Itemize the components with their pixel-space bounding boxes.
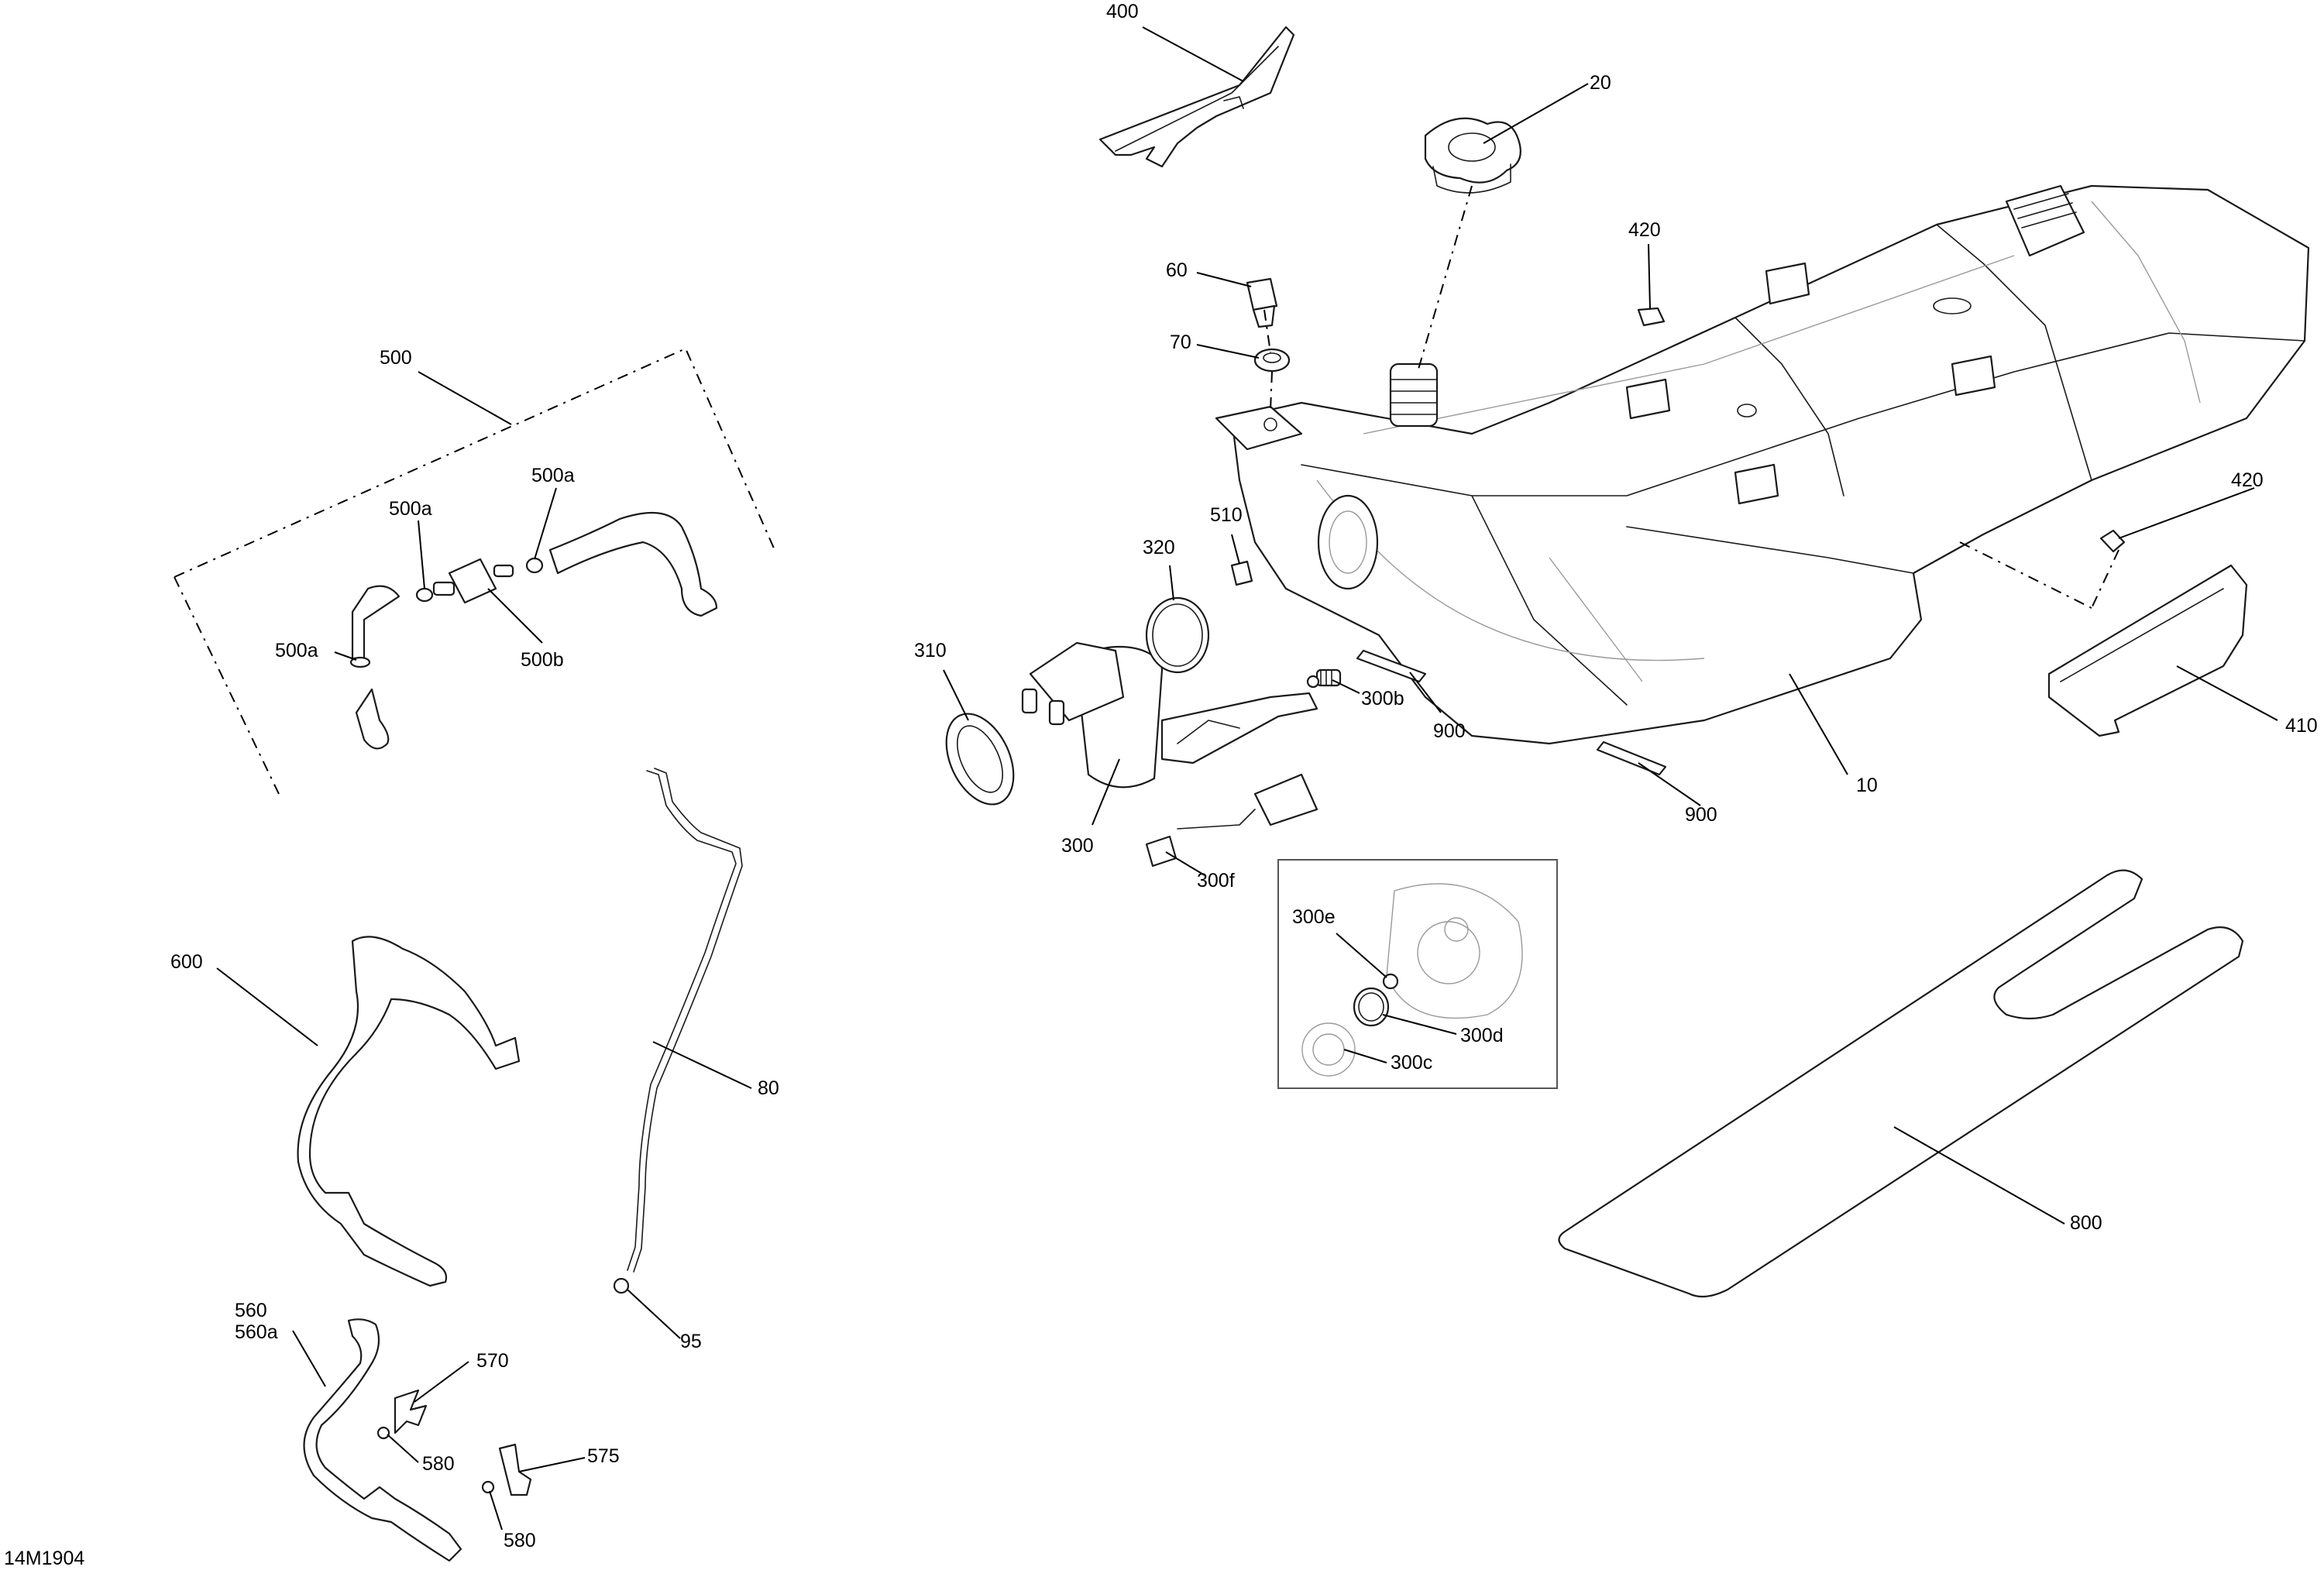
clip-part-420-top <box>1637 307 1666 327</box>
callout-900-mid: 900 <box>1433 720 1466 742</box>
bracket-part-570 <box>394 1389 428 1434</box>
callout-580-top: 580 <box>422 1453 455 1475</box>
callout-labels: 400 20 420 60 70 500 500a 500a 500a 500b… <box>4 1 2318 1569</box>
bracket-part-575 <box>498 1443 532 1496</box>
clip-part-580-low <box>481 1480 495 1494</box>
callout-410: 410 <box>2285 715 2318 737</box>
callout-300d: 300d <box>1460 1025 1504 1046</box>
hose-part-560 <box>303 1318 462 1562</box>
leader-lines <box>216 26 2278 1531</box>
callout-600: 600 <box>170 951 203 973</box>
mat-part-800 <box>1558 869 2244 1298</box>
callout-500a-top: 500a <box>531 465 575 486</box>
callout-60: 60 <box>1166 259 1188 281</box>
callout-310: 310 <box>914 640 947 661</box>
heat-shield-part-400 <box>1098 26 1295 168</box>
callout-95: 95 <box>680 1331 702 1352</box>
fitting-part-300b <box>1306 668 1342 689</box>
fuel-tank-part-10 <box>1215 184 2310 745</box>
callout-510: 510 <box>1210 504 1243 526</box>
figure-id: 14M1904 <box>4 1548 84 1569</box>
callout-570: 570 <box>476 1350 509 1372</box>
hose-kit-part-500 <box>174 347 775 795</box>
fuel-pump-part-300 <box>1021 641 1318 868</box>
callout-300f: 300f <box>1197 870 1235 892</box>
shield-part-410 <box>2047 564 2248 737</box>
callout-300b: 300b <box>1361 688 1404 709</box>
seal-part-320 <box>1145 596 1210 674</box>
callout-70: 70 <box>1170 332 1191 353</box>
callout-500: 500 <box>380 347 412 369</box>
callout-500a-left: 500a <box>275 640 318 661</box>
sensor-part-60 <box>1246 277 1278 328</box>
hose-part-600 <box>297 936 521 1287</box>
callout-900-low: 900 <box>1685 804 1717 826</box>
line-part-80 <box>613 768 743 1294</box>
callout-560a: 560a <box>235 1321 278 1343</box>
callout-300c: 300c <box>1391 1052 1432 1074</box>
plug-part-510 <box>1230 560 1253 586</box>
callout-320: 320 <box>1143 537 1175 558</box>
detail-inset <box>1277 859 1558 1089</box>
callout-400: 400 <box>1106 1 1139 22</box>
callout-580-low: 580 <box>504 1530 536 1551</box>
clip-part-420-right <box>2099 529 2126 553</box>
callout-80: 80 <box>758 1077 779 1099</box>
strip-part-900-mid <box>1356 649 1427 683</box>
callout-20: 20 <box>1590 72 1611 94</box>
filler-cap-part-20 <box>1424 117 1521 194</box>
callout-560: 560 <box>235 1300 267 1321</box>
callout-300: 300 <box>1061 835 1094 857</box>
callout-500b: 500b <box>521 649 564 671</box>
callout-420-top: 420 <box>1628 219 1661 241</box>
callout-500a-mid: 500a <box>389 498 432 520</box>
callout-10: 10 <box>1856 775 1878 796</box>
clip-part-580-top <box>376 1426 390 1440</box>
grommet-part-70 <box>1253 348 1291 373</box>
callout-575: 575 <box>587 1445 620 1467</box>
strip-part-900-low <box>1596 740 1667 776</box>
callout-420-right: 420 <box>2231 469 2264 491</box>
callout-300e: 300e <box>1292 906 1336 928</box>
callout-800: 800 <box>2070 1212 2102 1234</box>
lock-ring-part-310 <box>945 713 1015 806</box>
